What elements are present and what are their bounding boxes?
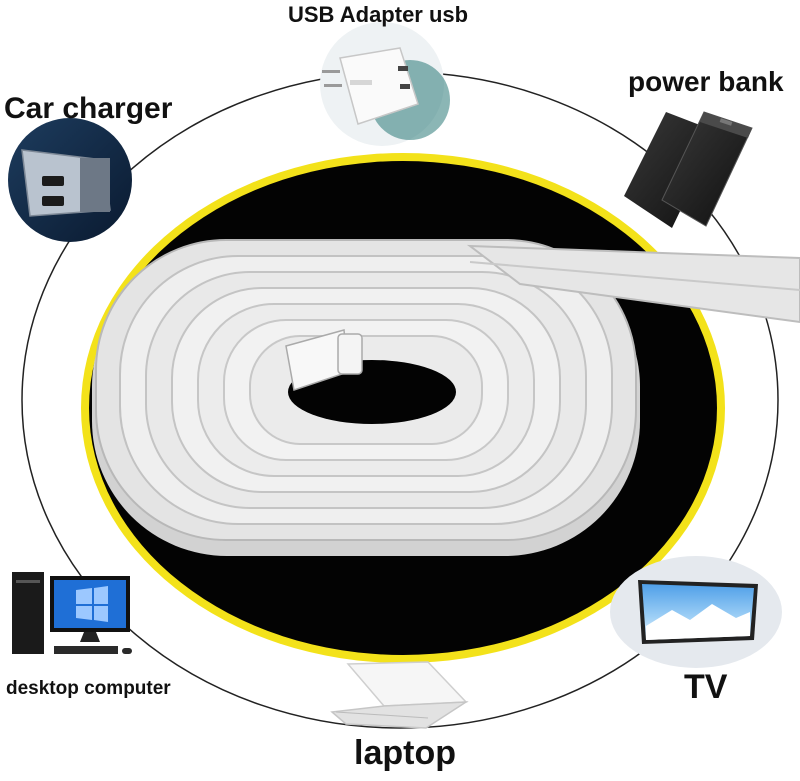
laptop-label: laptop xyxy=(354,734,456,772)
desktop-computer-icon xyxy=(12,572,132,654)
car-charger-icon xyxy=(8,118,132,242)
tv-label: TV xyxy=(684,668,728,706)
power-bank-icon xyxy=(624,111,753,228)
usb-adapter-label: USB Adapter usb xyxy=(288,2,469,27)
power-bank-label: power bank xyxy=(628,66,784,97)
desktop-computer-label: desktop computer xyxy=(6,678,171,699)
laptop-icon xyxy=(330,661,469,729)
car-charger-label: Car charger xyxy=(4,92,173,125)
tv-icon xyxy=(610,556,782,668)
usb-adapter-icon xyxy=(320,22,450,146)
cable-coil xyxy=(92,239,800,556)
